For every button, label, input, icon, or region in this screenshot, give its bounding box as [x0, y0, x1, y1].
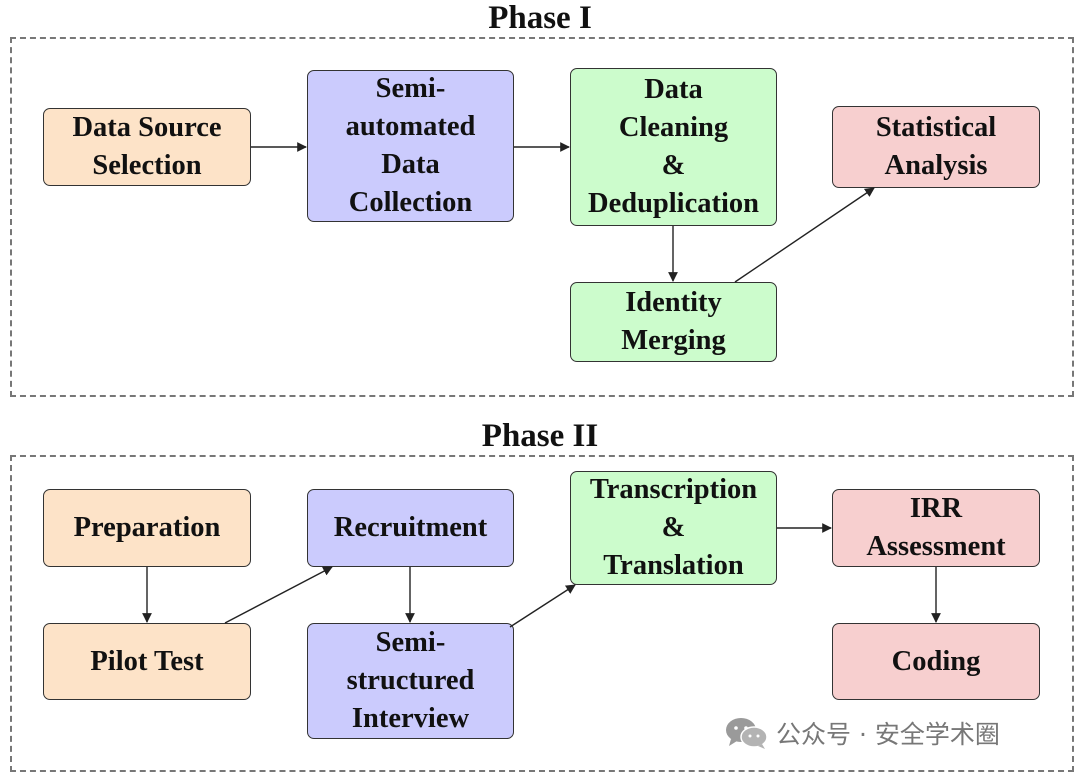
node-label-line: automated	[345, 111, 476, 142]
wechat-icon	[724, 716, 770, 750]
node-semi-structured-interview: Semi- structured Interview	[307, 623, 514, 739]
node-recruitment: Recruitment	[307, 489, 514, 567]
node-pilot-test: Pilot Test	[43, 623, 251, 700]
node-identity-merging: Identity Merging	[570, 282, 777, 362]
phase-2-title: Phase II	[481, 418, 599, 454]
node-label-line: Deduplication	[587, 188, 760, 219]
phase-1-container	[10, 37, 1074, 397]
node-label-line: Data Source	[72, 112, 222, 143]
node-data-source-selection: Data Source Selection	[43, 108, 251, 186]
node-label-line: Translation	[603, 550, 744, 581]
node-label-line: IRR	[909, 493, 963, 524]
node-label-line: Cleaning	[618, 112, 729, 143]
node-label-line: structured	[346, 665, 475, 696]
node-label-line: Transcription	[589, 474, 758, 505]
node-coding: Coding	[832, 623, 1040, 700]
watermark: 公众号 · 安全学术圈	[724, 715, 1000, 751]
watermark-text: 公众号 · 安全学术圈	[776, 720, 1000, 749]
node-label-line: &	[661, 512, 686, 543]
node-label-line: Selection	[92, 150, 202, 181]
node-label-line: Statistical	[875, 112, 997, 143]
node-label-line: Semi-	[375, 73, 446, 104]
node-label-line: Identity	[625, 287, 722, 318]
node-label-line: Collection	[348, 187, 473, 218]
node-label-line: Analysis	[884, 150, 988, 181]
node-transcription-translation: Transcription & Translation	[570, 471, 777, 585]
node-label-line: Coding	[891, 645, 981, 677]
node-label-line: Assessment	[866, 531, 1006, 562]
node-label-line: Data	[644, 74, 703, 105]
node-label-line: Pilot Test	[90, 645, 204, 677]
node-irr-assessment: IRR Assessment	[832, 489, 1040, 567]
node-label-line: Interview	[351, 703, 470, 734]
phase-2-container	[10, 455, 1074, 772]
node-label-line: Data	[381, 149, 440, 180]
phase-1-title: Phase I	[488, 0, 592, 36]
node-label-line: Recruitment	[333, 512, 488, 543]
node-preparation: Preparation	[43, 489, 251, 567]
node-label-line: &	[661, 150, 686, 181]
node-label-line: Preparation	[73, 512, 221, 543]
node-semi-automated-data-collection: Semi- automated Data Collection	[307, 70, 514, 222]
node-label-line: Semi-	[375, 627, 446, 658]
node-label-line: Merging	[621, 325, 726, 356]
node-data-cleaning-deduplication: Data Cleaning & Deduplication	[570, 68, 777, 226]
node-statistical-analysis: Statistical Analysis	[832, 106, 1040, 188]
